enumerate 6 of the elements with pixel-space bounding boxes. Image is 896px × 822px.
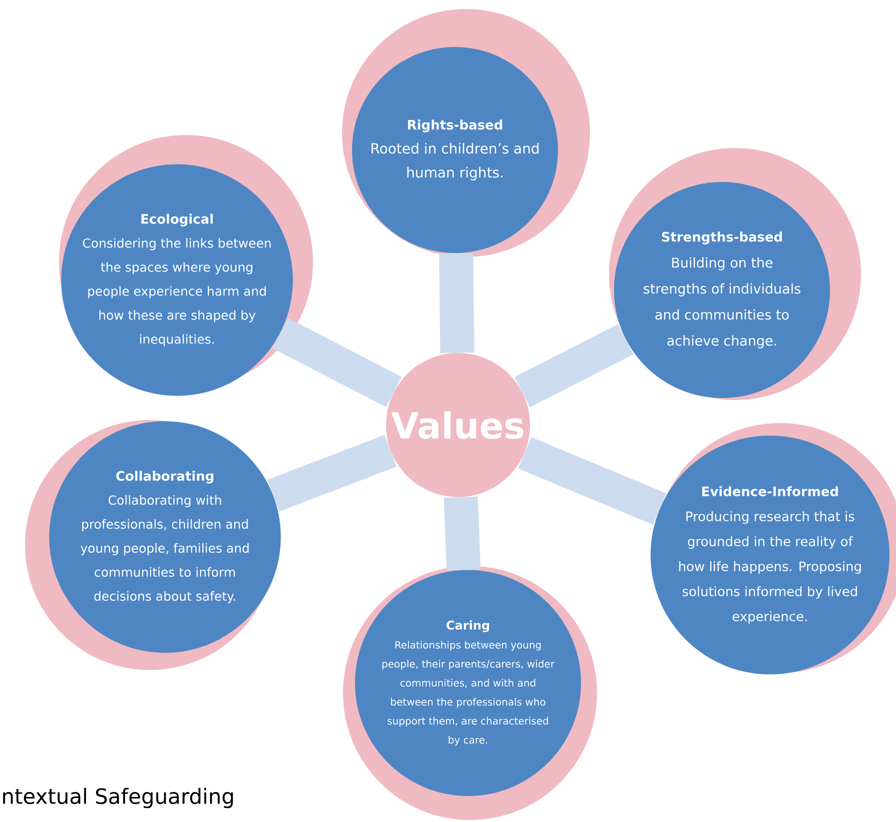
petal-connector: [518, 437, 666, 525]
caption-text: ntextual Safeguarding: [3, 788, 233, 808]
petal-connector: [514, 324, 634, 408]
petal-connector: [439, 253, 474, 353]
petal-connector: [272, 318, 402, 408]
petal-connector: [267, 434, 397, 512]
